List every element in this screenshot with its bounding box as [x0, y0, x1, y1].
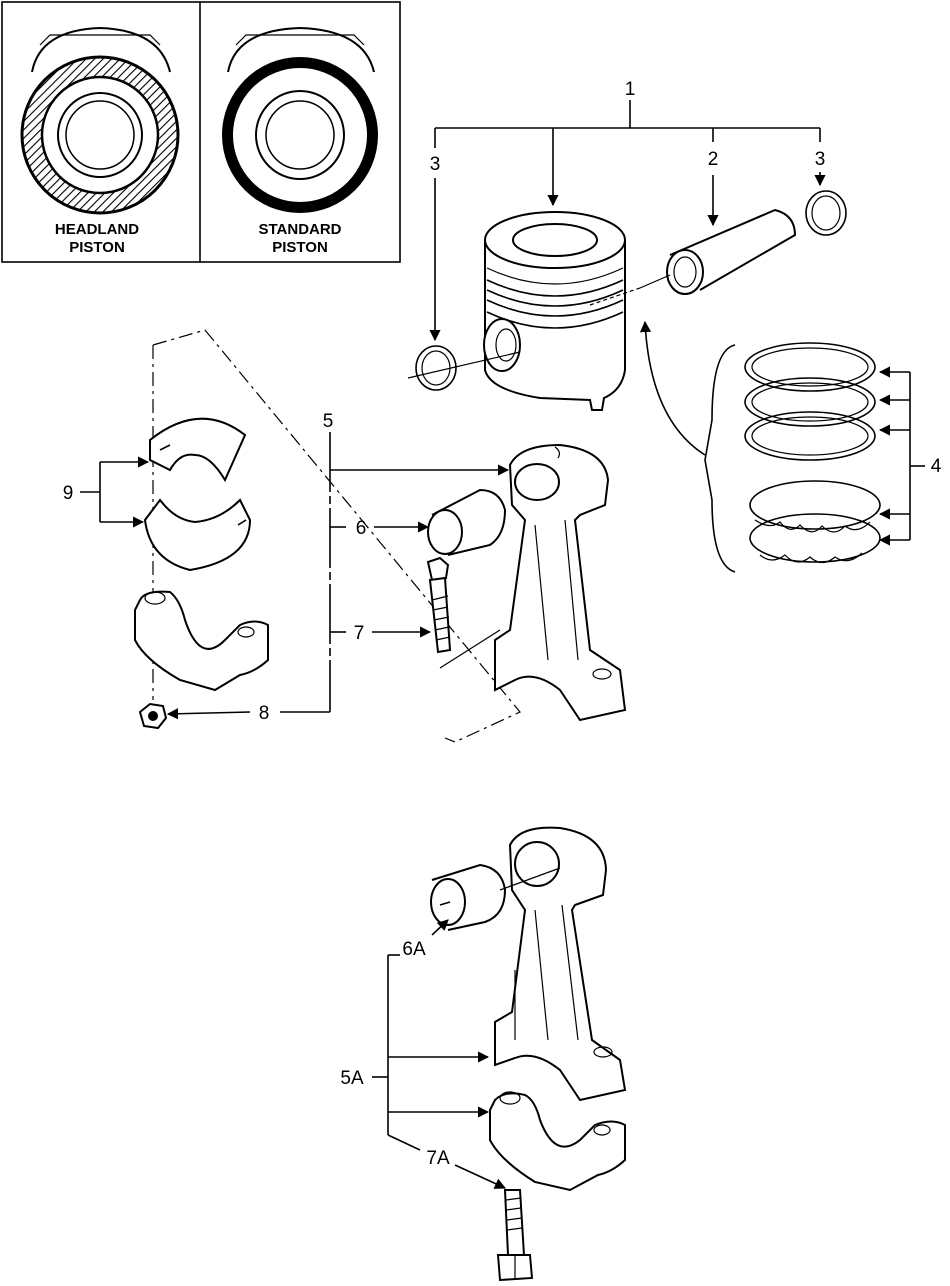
assembly-dash-outline — [152, 329, 521, 743]
rings-to-piston-arrow — [639, 320, 706, 456]
ring-set-brace — [704, 344, 736, 573]
callout-6a: 6A — [402, 939, 426, 960]
piston-comparison-inset: HEADLAND PISTON STANDARD PISTON — [1, 1, 401, 263]
headland-label-line1: HEADLAND — [55, 221, 139, 238]
callout-8: 8 — [259, 703, 270, 724]
callout-7a: 7A — [426, 1148, 450, 1169]
standard-label-line2: PISTON — [272, 239, 328, 256]
callout-3-right: 3 — [815, 149, 826, 170]
callout-6: 6 — [356, 518, 367, 539]
callout-9-leader — [80, 456, 150, 528]
rod-bolt-icon — [426, 556, 452, 654]
callout-5: 5 — [323, 411, 334, 432]
callout-7: 7 — [354, 623, 365, 644]
bearing-shell-lower-icon — [143, 498, 252, 572]
bearing-shell-upper-icon — [149, 417, 247, 483]
connecting-rod-alt-icon — [494, 826, 627, 1102]
rod-cap-icon — [134, 590, 269, 692]
callout-5a-leader — [372, 919, 507, 1189]
piston-pin-icon — [589, 208, 797, 306]
headland-piston-icon — [20, 26, 180, 215]
callout-1-leader — [434, 100, 821, 207]
piston-rings-icon — [744, 342, 881, 564]
snap-ring-left-icon — [415, 345, 457, 391]
rod-bolt-alt-icon — [496, 1189, 534, 1282]
callout-4-leader — [878, 366, 925, 546]
rod-bushing-alt-icon — [430, 863, 507, 931]
rod-bushing-icon — [427, 488, 507, 556]
rod-nut-icon — [138, 702, 168, 730]
callout-5-leader — [280, 432, 510, 713]
snap-ring-right-icon — [805, 190, 847, 236]
standard-label-line1: STANDARD — [258, 221, 341, 238]
callout-9: 9 — [63, 483, 74, 504]
piston-icon — [407, 211, 626, 411]
callout-2: 2 — [708, 149, 719, 170]
headland-label-line2: PISTON — [69, 239, 125, 256]
connecting-rod-icon — [439, 443, 627, 722]
callout-3-left: 3 — [430, 154, 441, 175]
callout-5a: 5A — [340, 1068, 364, 1089]
rod-cap-alt-icon — [489, 1091, 626, 1192]
callout-4: 4 — [931, 456, 942, 477]
callout-1: 1 — [625, 79, 636, 100]
standard-piston-icon — [222, 26, 378, 213]
